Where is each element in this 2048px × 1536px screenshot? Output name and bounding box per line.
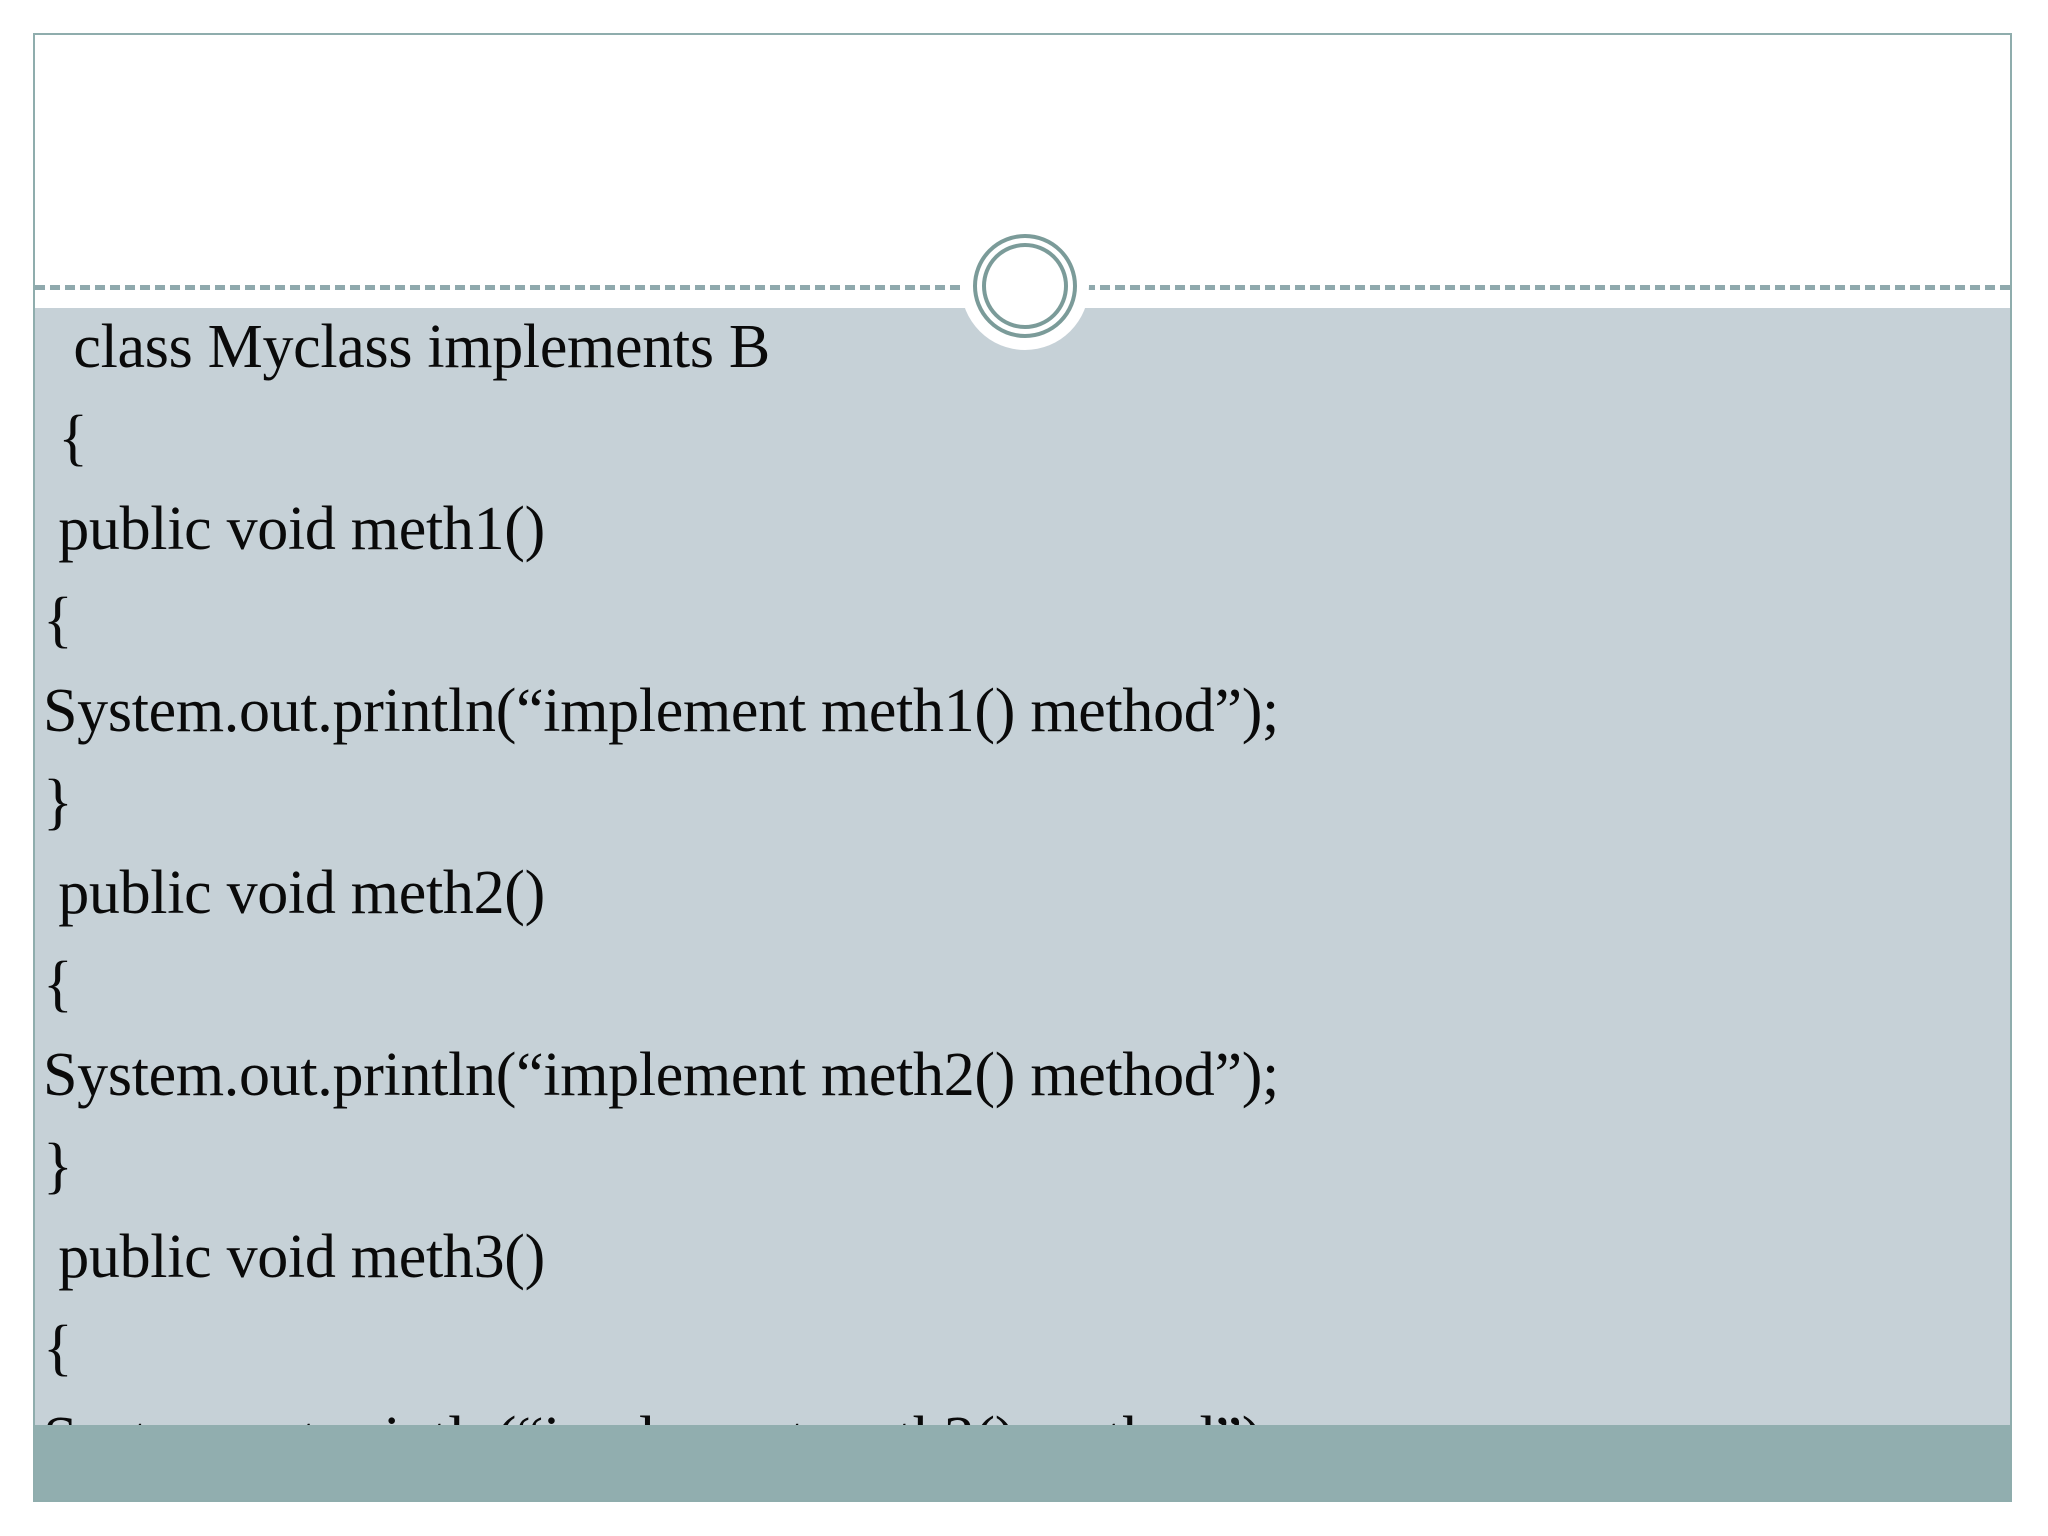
slide-title-band <box>35 35 2010 285</box>
code-line: public void meth2() <box>43 859 545 927</box>
code-line: public void meth1() <box>43 495 545 563</box>
code-block: class Myclass implements B { public void… <box>35 308 2010 1425</box>
code-line: public void meth3() <box>43 1223 545 1291</box>
code-line: { <box>43 1314 73 1382</box>
dashed-divider <box>35 285 2010 290</box>
code-line: } <box>43 768 73 836</box>
slide: class Myclass implements B { public void… <box>33 33 2012 1502</box>
bottom-accent-band <box>35 1425 2010 1500</box>
code-line: { <box>43 404 88 472</box>
code-line: { <box>43 950 73 1018</box>
code-line: System.out.println(“implement meth2() me… <box>43 1041 1279 1109</box>
code-line: class Myclass implements B <box>43 313 770 381</box>
code-line: System.out.println(“implement meth3() me… <box>43 1394 2010 1425</box>
slide-content-panel: class Myclass implements B { public void… <box>35 308 2010 1425</box>
code-line: { <box>43 586 73 654</box>
code-line: } <box>43 1132 73 1200</box>
code-line: System.out.println(“implement meth1() me… <box>43 677 1279 745</box>
